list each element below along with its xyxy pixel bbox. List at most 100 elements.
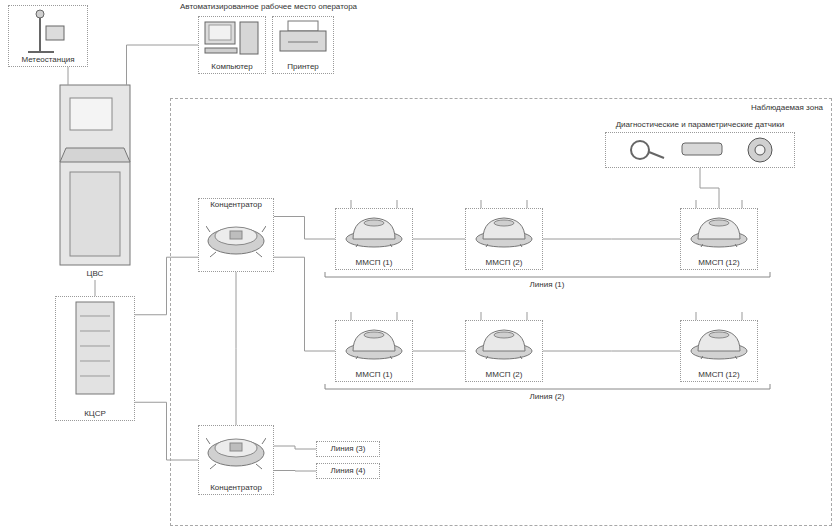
- node-label: Метеостанция: [19, 54, 76, 66]
- line-box: Линия (3): [316, 441, 380, 457]
- mmsp-icon: [346, 218, 402, 247]
- line-bracket: [325, 272, 770, 277]
- mmsp-box: ММСП (1): [335, 320, 413, 382]
- terminal-tick: [742, 312, 743, 320]
- line-bracket: [325, 384, 770, 389]
- anemometer: [36, 10, 44, 18]
- workstation-caption: Автоматизированное рабочее место операто…: [178, 2, 359, 12]
- mmsp-icon: [691, 330, 747, 359]
- connector: [95, 280, 96, 296]
- monitor: [205, 22, 235, 44]
- terminal-tick: [481, 200, 482, 208]
- sensor-box: [46, 26, 64, 40]
- mmsp-box: ММСП (2): [465, 208, 543, 270]
- connector: [413, 239, 465, 240]
- mmsp-icon: [346, 330, 402, 359]
- cable-tail: [649, 152, 664, 158]
- concentrator-box: Концентратор: [198, 425, 274, 495]
- connector: [274, 470, 316, 472]
- node-label: ММСП (1): [354, 369, 395, 381]
- printer-body: [280, 31, 326, 51]
- line-label: Линия (2): [528, 392, 567, 402]
- paper-slot: [288, 42, 318, 43]
- mmsp-icon: [691, 218, 747, 247]
- line-label: Линия (1): [528, 280, 567, 290]
- mast: [39, 16, 41, 52]
- keyboard-shelf: [60, 148, 130, 162]
- connector: [68, 67, 69, 85]
- mmsp-icons: [346, 218, 747, 359]
- printer-icon: [280, 21, 326, 51]
- node-label: ММСП (12): [696, 257, 741, 269]
- group-heading: Диагностические и параметрические датчик…: [614, 119, 787, 131]
- weather-station-box: Метеостанция: [8, 5, 88, 67]
- terminal-tick: [696, 312, 697, 320]
- sensor-group-box: Диагностические и параметрические датчик…: [605, 132, 795, 168]
- keyboard: [205, 48, 237, 53]
- connector-layer: [68, 45, 719, 471]
- node-label: Наблюдаемая зона: [749, 102, 825, 114]
- connector: [274, 446, 316, 449]
- node-label: ММСП (2): [484, 369, 525, 381]
- connector: [236, 272, 237, 425]
- node-label: Концентратор: [208, 199, 264, 211]
- tower: [240, 22, 258, 54]
- node-label: ММСП (1): [354, 257, 395, 269]
- node-label: Принтер: [285, 61, 321, 73]
- screen: [209, 25, 231, 40]
- connector: [700, 168, 719, 208]
- rack-shelf: [80, 316, 110, 317]
- disk-sensor: [748, 138, 772, 162]
- paper: [288, 21, 318, 31]
- connector: [543, 239, 680, 240]
- node-label: Компьютер: [209, 61, 254, 73]
- node-label: Концентратор: [208, 482, 264, 494]
- server-cabinet: ЦВС: [50, 85, 140, 280]
- rack-shelf: [80, 376, 110, 377]
- connector: [135, 402, 198, 460]
- terminal-tick: [397, 312, 398, 320]
- mmsp-box: ММСП (12): [680, 320, 758, 382]
- display: [70, 98, 112, 130]
- terminal-tick: [742, 200, 743, 208]
- concentrator-icon: [206, 438, 266, 469]
- mmsp-icon: [476, 330, 532, 359]
- module-sensor: [682, 143, 722, 155]
- mmsp-box: ММСП (2): [465, 320, 543, 382]
- disk-hub: [755, 145, 765, 155]
- printer-box: Принтер: [272, 16, 334, 74]
- node-label: Линия (4): [329, 465, 368, 477]
- connector: [274, 217, 335, 240]
- connector: [135, 257, 198, 315]
- cabinet-door: [70, 172, 120, 256]
- zone-region: Наблюдаемая зонаДиагностические и параме…: [170, 98, 832, 526]
- cabinet: [60, 85, 130, 265]
- terminal-tick: [397, 200, 398, 208]
- control-unit-box: КЦСР: [55, 296, 135, 421]
- terminal-ticks: [351, 200, 742, 320]
- weather-station-icon: [28, 10, 64, 52]
- rack-shelf: [80, 346, 110, 347]
- computer-box: Компьютер: [198, 16, 266, 74]
- node-label: ЦВС: [85, 268, 106, 280]
- mmsp-box: ММСП (1): [335, 208, 413, 270]
- server-cabinet-icon: [60, 85, 130, 265]
- line-box: Линия (4): [316, 463, 380, 479]
- terminal-tick: [351, 312, 352, 320]
- terminal-tick: [351, 200, 352, 208]
- concentrator-box: Концентратор: [198, 198, 274, 272]
- terminal-tick: [481, 312, 482, 320]
- connector: [127, 45, 199, 85]
- mmsp-icon: [476, 218, 532, 247]
- node-label: КЦСР: [82, 408, 108, 420]
- connector: [543, 351, 680, 352]
- rack: [76, 302, 114, 394]
- node-label: ММСП (12): [696, 369, 741, 381]
- node-label: ММСП (2): [484, 257, 525, 269]
- terminal-tick: [696, 200, 697, 208]
- terminal-tick: [527, 312, 528, 320]
- mmsp-box: ММСП (12): [680, 208, 758, 270]
- concentrator-icon: [206, 226, 266, 257]
- concentrator-icons: [206, 226, 266, 469]
